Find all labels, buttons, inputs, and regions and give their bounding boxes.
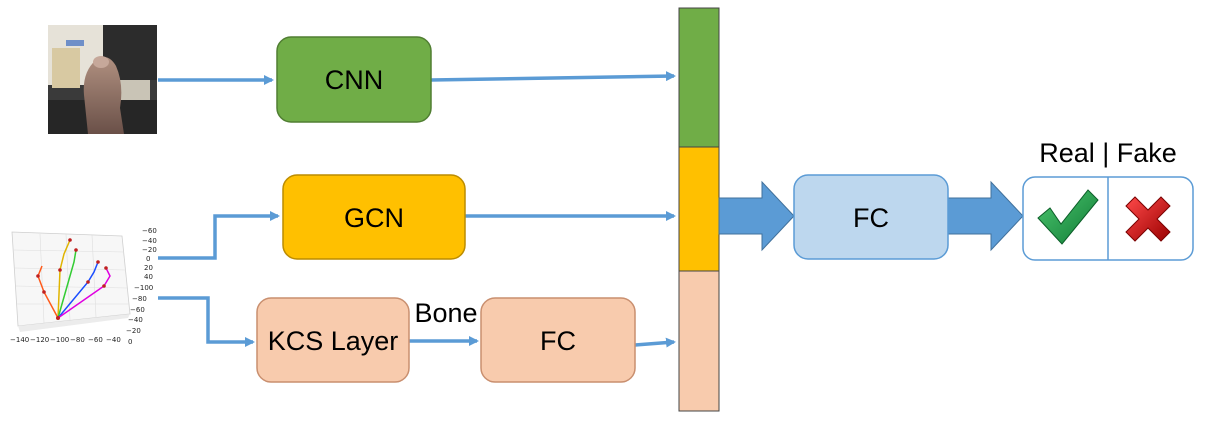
svg-text:0: 0 [146, 255, 150, 263]
svg-text:40: 40 [144, 273, 153, 281]
svg-text:−40: −40 [142, 237, 157, 245]
hand-pose-3d-plot: −140 −120 −100 −80 −60 −40 −100 −80 −60 … [10, 227, 157, 346]
arrow-pose-to-gcn [158, 211, 280, 260]
connector-arrows [158, 71, 676, 348]
svg-text:0: 0 [128, 338, 132, 346]
svg-text:−40: −40 [128, 316, 143, 324]
block-arrow-fc-to-output [947, 180, 1024, 252]
svg-text:−80: −80 [132, 295, 147, 303]
kcs-layer-node: KCS Layer [256, 297, 410, 383]
svg-text:−140: −140 [10, 336, 29, 344]
feature-segment-cnn [679, 8, 719, 147]
block-arrow-feature-to-fc [718, 180, 795, 252]
cross-icon [1125, 196, 1171, 242]
cnn-label: CNN [325, 65, 384, 95]
gcn-label: GCN [344, 203, 404, 233]
svg-text:−60: −60 [130, 306, 145, 314]
svg-text:−100: −100 [50, 336, 69, 344]
feature-segment-kcs [679, 271, 719, 411]
gcn-node: GCN [282, 174, 466, 260]
real-fake-label: Real | Fake [1039, 138, 1177, 168]
svg-text:−100: −100 [134, 284, 153, 292]
arrow-cnn-to-feature [430, 71, 676, 82]
check-icon [1037, 189, 1099, 245]
svg-text:−80: −80 [70, 336, 85, 344]
svg-text:−120: −120 [30, 336, 49, 344]
feature-vector-bar [678, 7, 720, 412]
fc-bone-node: FC [480, 297, 636, 383]
svg-text:−60: −60 [142, 227, 157, 235]
arrow-pose-to-kcs [158, 296, 255, 347]
kcs-layer-label: KCS Layer [268, 326, 399, 356]
svg-text:20: 20 [144, 264, 153, 272]
hand-photo-image [48, 25, 157, 134]
fc-bone-label: FC [540, 326, 576, 356]
svg-text:−60: −60 [88, 336, 103, 344]
output-box [1022, 176, 1194, 261]
svg-text:−20: −20 [126, 327, 141, 335]
fc-main-node: FC [793, 174, 949, 260]
fc-main-label: FC [853, 203, 889, 233]
svg-text:−40: −40 [106, 336, 121, 344]
feature-segment-gcn [679, 147, 719, 271]
arrow-fc-to-feature [634, 337, 676, 348]
bone-label: Bone [414, 298, 477, 328]
svg-text:−20: −20 [142, 246, 157, 254]
cnn-node: CNN [276, 36, 432, 123]
